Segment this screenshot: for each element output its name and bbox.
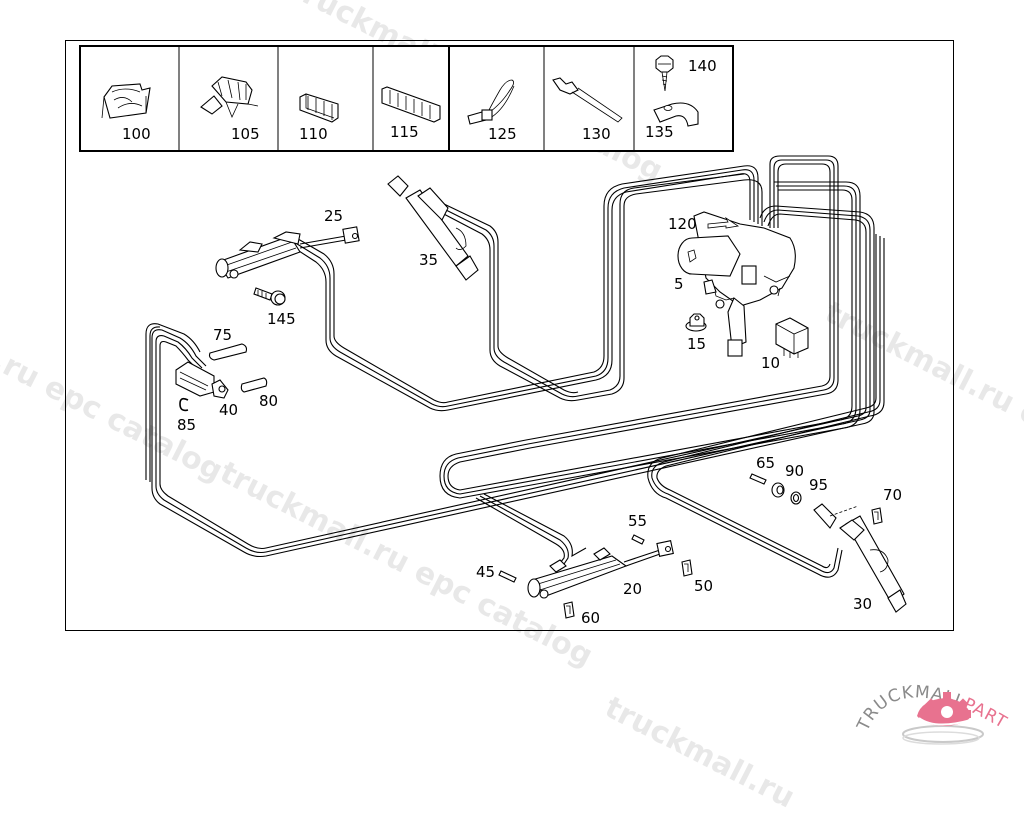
- pin-45[interactable]: [498, 570, 517, 583]
- legend-label-135[interactable]: 135: [645, 123, 674, 141]
- legend-label-125[interactable]: 125: [488, 125, 517, 143]
- callout-75[interactable]: 75: [213, 326, 233, 344]
- callout-20[interactable]: 20: [623, 580, 643, 598]
- callout-40[interactable]: 40: [219, 401, 239, 419]
- hydraulic-cylinder-35[interactable]: [387, 175, 479, 281]
- diagram-frame: [65, 40, 954, 631]
- callout-45[interactable]: 45: [476, 563, 496, 581]
- callout-80[interactable]: 80: [259, 392, 279, 410]
- hydraulic-pump-120[interactable]: [677, 211, 796, 357]
- clip-50[interactable]: [681, 559, 693, 577]
- pipe-holder-3-icon: [299, 93, 339, 123]
- hydraulic-cylinder-25[interactable]: [215, 226, 360, 279]
- hydraulic-lines: [145, 155, 885, 578]
- legend-label-105[interactable]: 105: [231, 125, 260, 143]
- clip-icon: [101, 83, 151, 119]
- callout-60[interactable]: 60: [581, 609, 601, 627]
- bushing-90[interactable]: [771, 482, 785, 498]
- callout-95[interactable]: 95: [809, 476, 829, 494]
- pin-75[interactable]: [208, 343, 248, 361]
- callout-90[interactable]: 90: [785, 462, 805, 480]
- locking-cylinder-40[interactable]: [175, 361, 229, 399]
- pin-55[interactable]: [631, 534, 645, 545]
- callout-30[interactable]: 30: [853, 595, 873, 613]
- callout-55[interactable]: 55: [628, 512, 648, 530]
- truckmall-parts-logo[interactable]: TRUCKMALLPARTS: [849, 645, 1020, 748]
- gear-icon: TRUCKMALLPARTS: [849, 645, 1010, 745]
- washer-95[interactable]: [790, 491, 802, 505]
- pipe-clip-icon: [200, 76, 259, 119]
- hydraulic-cylinder-30[interactable]: [813, 503, 907, 613]
- callout-25[interactable]: 25: [324, 207, 344, 225]
- flange-nut-15[interactable]: [685, 313, 707, 332]
- legend-label-100[interactable]: 100: [122, 125, 151, 143]
- hydraulic-cylinder-20[interactable]: [527, 540, 674, 599]
- pin-80[interactable]: [240, 377, 268, 393]
- legend-label-140[interactable]: 140: [688, 57, 717, 75]
- relay-10[interactable]: [775, 317, 809, 358]
- callout-65[interactable]: 65: [756, 454, 776, 472]
- pipe-holder-6-icon: [381, 86, 441, 123]
- cable-tie-icon: [467, 79, 515, 125]
- legend-label-130[interactable]: 130: [582, 125, 611, 143]
- clip-60[interactable]: [563, 601, 575, 619]
- callout-50[interactable]: 50: [694, 577, 714, 595]
- self-tapping-screw-icon: [655, 55, 674, 92]
- pipe-bracket-icon: [653, 102, 699, 127]
- callout-10[interactable]: 10: [761, 354, 781, 372]
- callout-70[interactable]: 70: [883, 486, 903, 504]
- diagram-drawing: [79, 45, 907, 619]
- bolt-145[interactable]: [253, 287, 286, 306]
- legend-label-115[interactable]: 115: [390, 123, 419, 141]
- callout-120[interactable]: 120: [668, 215, 697, 233]
- legend-table: [79, 45, 734, 152]
- pin-65[interactable]: [749, 473, 767, 485]
- arrow-120-icon: [707, 216, 740, 229]
- legend-label-110[interactable]: 110: [299, 125, 328, 143]
- callout-5[interactable]: 5: [674, 275, 684, 293]
- callout-85[interactable]: 85: [177, 416, 197, 434]
- cable-tie-mount-icon: [552, 77, 623, 123]
- callout-145[interactable]: 145: [267, 310, 296, 328]
- clip-70[interactable]: [871, 507, 883, 525]
- circlip-85[interactable]: [179, 397, 189, 412]
- callout-15[interactable]: 15: [687, 335, 707, 353]
- callout-35[interactable]: 35: [419, 251, 439, 269]
